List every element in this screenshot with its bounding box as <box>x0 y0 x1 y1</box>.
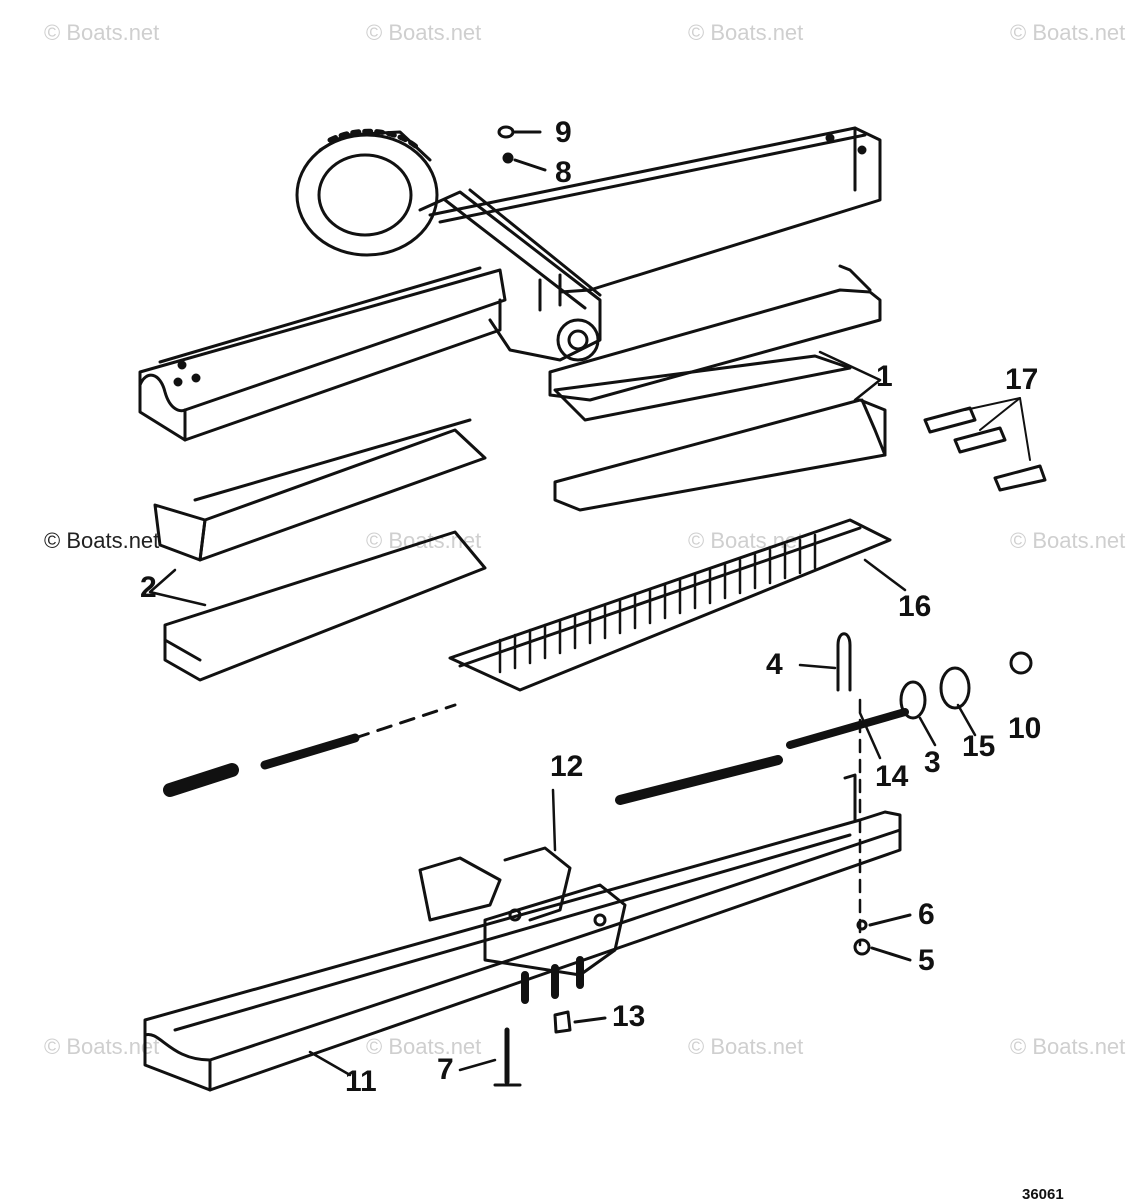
fasteners <box>493 125 912 1087</box>
callout-9: 9 <box>555 116 572 149</box>
watermark: © Boats.net <box>366 1034 482 1059</box>
callout-3: 3 <box>924 746 941 779</box>
watermark: © Boats.net <box>366 20 482 45</box>
part-2-plates <box>153 418 487 682</box>
callout-1: 1 <box>876 360 893 393</box>
part-1-plates <box>548 264 887 512</box>
callout-4: 4 <box>766 648 783 681</box>
watermark: © Boats.net <box>1010 20 1126 45</box>
watermark: © Boats.net <box>1010 1034 1126 1059</box>
watermark: © Boats.net <box>688 20 804 45</box>
part-16-toothed-rack <box>448 518 892 692</box>
figure-number: 36061 <box>1022 1186 1064 1203</box>
upper-carriage-assembly <box>138 126 882 442</box>
watermark: © Boats.net <box>688 1034 804 1059</box>
callout-15: 15 <box>962 730 996 763</box>
callout-5: 5 <box>918 944 935 977</box>
callout-13: 13 <box>612 1000 646 1033</box>
watermark: © Boats.net <box>44 528 160 553</box>
watermark: © Boats.net <box>44 1034 160 1059</box>
shaft-parts <box>163 632 1033 947</box>
callout-6: 6 <box>918 898 935 931</box>
callout-8: 8 <box>555 156 572 189</box>
callout-10: 10 <box>1008 712 1042 745</box>
lower-rail-assembly <box>143 773 902 1092</box>
callout-16: 16 <box>898 590 932 623</box>
watermark: © Boats.net <box>1010 528 1126 553</box>
callout-17: 17 <box>1005 363 1039 396</box>
callout-14: 14 <box>875 760 909 793</box>
watermark: © Boats.net <box>44 20 160 45</box>
leader-lines <box>148 350 977 1077</box>
callout-7: 7 <box>437 1053 454 1086</box>
callout-11: 11 <box>345 1065 377 1098</box>
callout-12: 12 <box>550 750 584 783</box>
callout-2: 2 <box>140 571 157 604</box>
part-17-clips <box>923 397 1047 492</box>
